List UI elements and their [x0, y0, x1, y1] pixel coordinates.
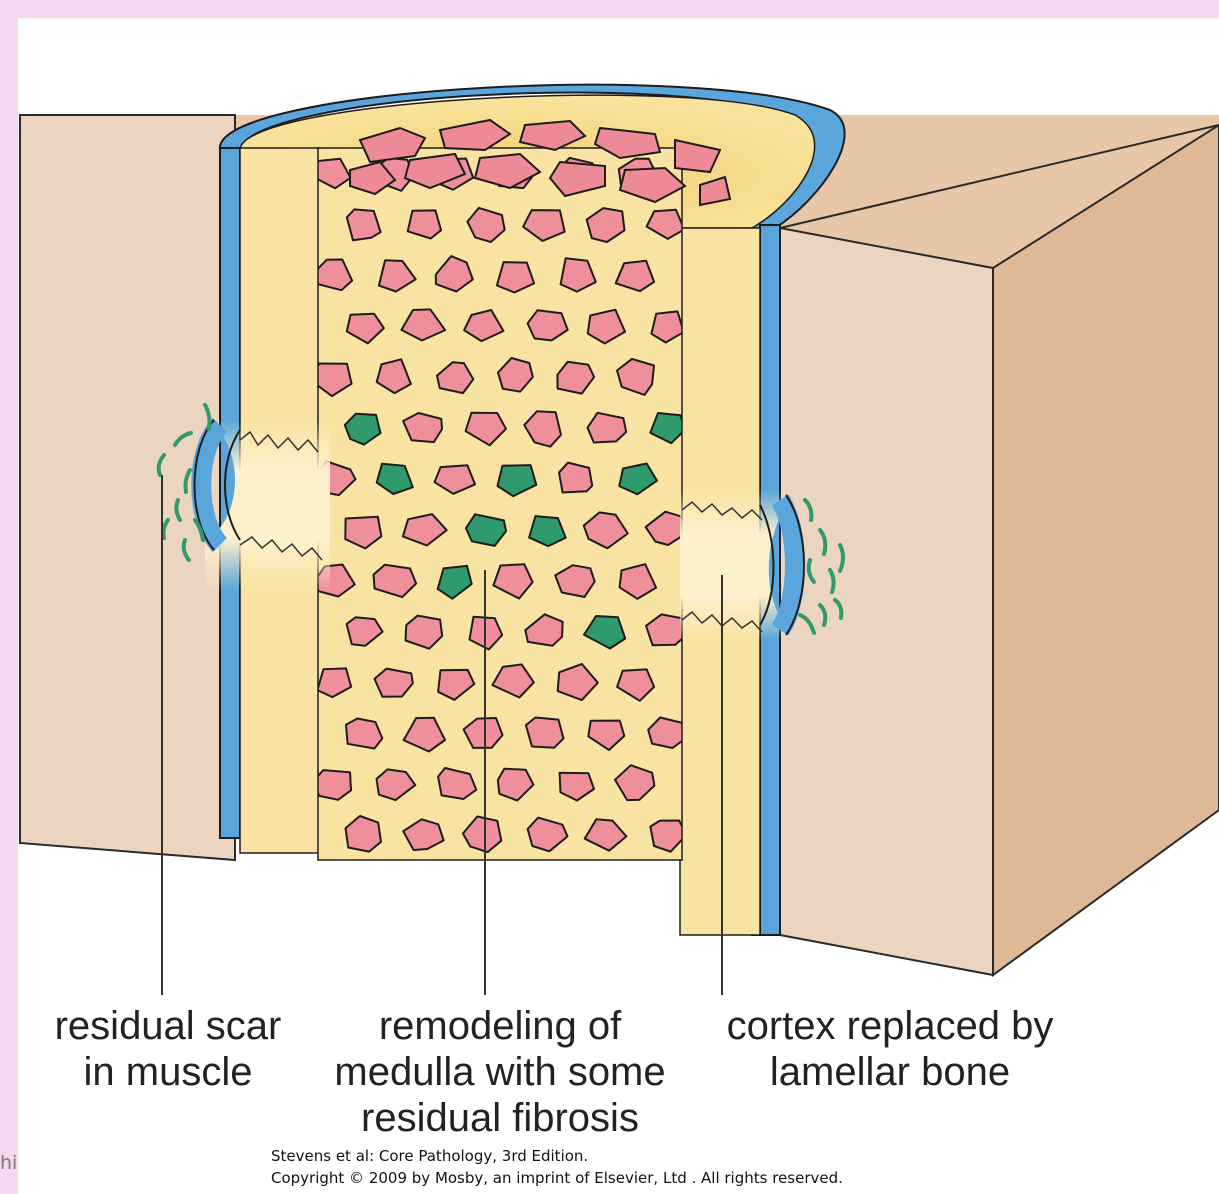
trabecula: [347, 209, 381, 240]
trabecula: [346, 719, 382, 749]
figure-frame: residual scar in muscle remodeling of me…: [18, 18, 1219, 1194]
copyright-credit: Stevens et al: Core Pathology, 3rd Editi…: [271, 1145, 843, 1189]
trabecula: [526, 718, 564, 748]
trabecula: [559, 463, 592, 493]
label-cortex-replaced: cortex replaced by lamellar bone: [690, 1003, 1090, 1095]
label-residual-scar: residual scar in muscle: [18, 1003, 318, 1095]
edge-text-fragment: hi: [0, 1152, 17, 1174]
label-remodeling-medulla: remodeling of medulla with some residual…: [290, 1003, 710, 1141]
muscle-side-face: [993, 125, 1219, 975]
muscle-front-face-right: [780, 228, 993, 975]
medulla: [318, 148, 682, 860]
